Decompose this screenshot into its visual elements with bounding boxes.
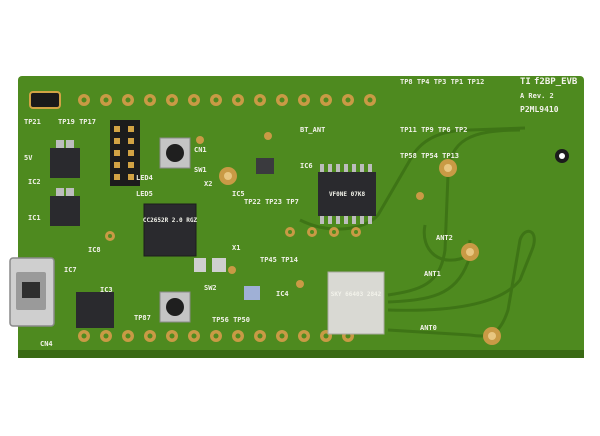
label-sw1: SW1 xyxy=(194,166,207,174)
tp-left2-label: TP19 TP17 xyxy=(58,118,96,126)
small-ic-3 xyxy=(212,258,226,272)
jumper-5v xyxy=(29,91,61,109)
tp-block2-label: TP11 TP9 TP6 TP2 xyxy=(400,126,467,134)
small-ic-1 xyxy=(256,158,274,174)
tp-bot-label: TP56 TP50 xyxy=(212,316,250,324)
mcu-marking: CC2652R 2.0 RGZ xyxy=(143,217,198,224)
label-led5: LED5 xyxy=(136,190,153,198)
coax-connector-ant1 xyxy=(439,159,457,177)
label-ic3: IC3 xyxy=(100,286,113,294)
tp-block-label: TP8 TP4 TP3 TP1 TP12 xyxy=(400,78,484,86)
label-sw2: SW2 xyxy=(204,284,217,292)
label-ic6: IC6 xyxy=(300,162,313,170)
label-ic4: IC4 xyxy=(276,290,289,298)
board-title-a: TI xyxy=(520,77,531,87)
main-mcu: CC2652R 2.0 RGZ xyxy=(143,203,198,257)
coax-connector-ant2 xyxy=(461,243,479,261)
label-ic1: IC1 xyxy=(28,214,41,222)
debug-header xyxy=(110,120,140,186)
label-bt-ant: BT_ANT xyxy=(300,126,325,134)
coax-connector-bt xyxy=(219,167,237,185)
small-ic-4 xyxy=(194,258,206,272)
label-x1: X1 xyxy=(232,244,240,252)
rf-marking: SKY 66403 2842 xyxy=(331,291,382,298)
label-ic7: IC7 xyxy=(64,266,77,274)
usb-bridge-ic xyxy=(76,292,114,328)
label-ant0: ANT0 xyxy=(420,324,437,332)
rf-module: SKY 66403 2842 xyxy=(327,271,385,335)
label-cn4: CN4 xyxy=(40,340,53,348)
tp-rf-label: TP58 TP54 TP13 xyxy=(400,152,459,160)
regulator-ics xyxy=(50,140,80,226)
board-pn: P2ML9410 xyxy=(520,105,559,114)
pcb-edge-shadow xyxy=(18,350,584,358)
label-ic5: IC5 xyxy=(232,190,245,198)
tp-low-label: TP45 TP14 xyxy=(260,256,298,264)
label-ic2: IC2 xyxy=(28,178,41,186)
label-cn1: CN1 xyxy=(194,146,207,154)
label-5v: 5V xyxy=(24,154,33,162)
mux-ic: VF0NE 07K8 xyxy=(318,164,376,224)
tp-mid-label: TP22 TP23 TP7 xyxy=(244,198,299,206)
silkscreen-labels: TP8 TP4 TP3 TP1 TP12 TP11 TP9 TP6 TP2 TI… xyxy=(24,77,578,348)
header-pins-bottom xyxy=(78,330,354,342)
label-tp87: TP87 xyxy=(134,314,151,322)
header-pins-top xyxy=(29,91,376,109)
board-title-b: f2BP_EVB xyxy=(534,77,578,87)
label-ic8: IC8 xyxy=(88,246,101,254)
tp-left-label: TP21 xyxy=(24,118,41,126)
coax-connector-ant0 xyxy=(483,327,501,345)
label-x2: X2 xyxy=(204,180,212,188)
label-ant1: ANT1 xyxy=(424,270,441,278)
label-led4: LED4 xyxy=(136,174,153,182)
mux-marking: VF0NE 07K8 xyxy=(329,191,366,198)
small-ic-2 xyxy=(244,286,260,300)
push-button-1 xyxy=(159,137,191,169)
usb-connector xyxy=(9,257,55,327)
label-ant2: ANT2 xyxy=(436,234,453,242)
coax-connector-right xyxy=(555,149,569,163)
push-button-2 xyxy=(159,291,191,323)
board-rev: A Rev. 2 xyxy=(520,92,554,100)
